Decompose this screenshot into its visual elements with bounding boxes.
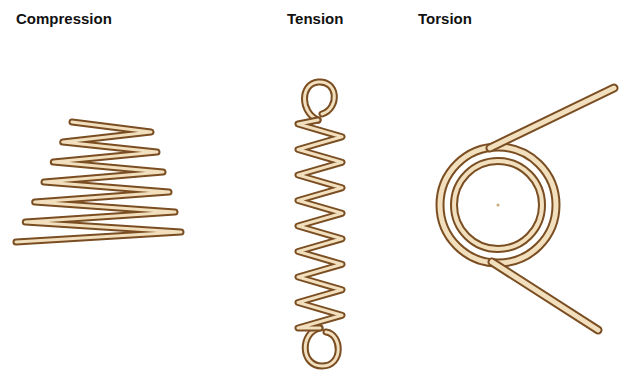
spring-type-label: Torsion <box>418 10 472 28</box>
coil-wire <box>16 122 181 242</box>
spring-type-label: Tension <box>287 10 343 28</box>
spring-type-label: Compression <box>16 10 112 28</box>
coil-highlight <box>298 120 342 328</box>
tension-spring <box>298 82 342 366</box>
coil-wire <box>298 120 342 328</box>
compression-spring <box>16 122 181 242</box>
coil-highlight <box>16 122 181 242</box>
torsion-spring <box>440 88 614 330</box>
